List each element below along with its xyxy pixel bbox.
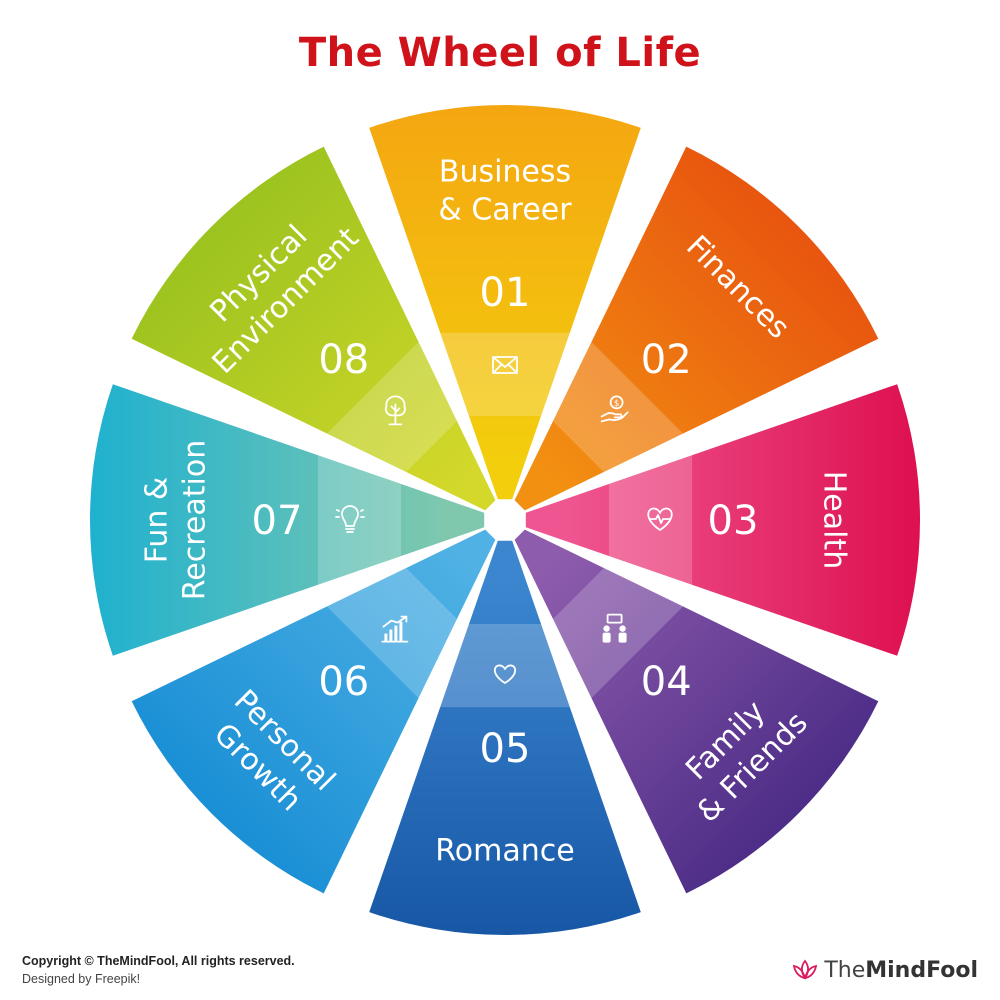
segment-wedge	[131, 146, 496, 511]
segment-number: 07	[252, 498, 303, 544]
segment-label: Romance	[435, 834, 574, 869]
segment-label-line: Romance	[435, 834, 574, 869]
copyright-text: Copyright © TheMindFool, All rights rese…	[22, 954, 295, 968]
segment-number: 05	[480, 726, 531, 772]
segment-number: 03	[708, 498, 759, 544]
growth-chart-icon	[381, 615, 409, 643]
segment-icon-band	[440, 332, 570, 417]
heart-pulse-icon	[647, 507, 673, 531]
segment-wedge	[89, 384, 485, 656]
segment-label: Business& Career	[438, 155, 572, 228]
footer-credits: Copyright © TheMindFool, All rights rese…	[22, 952, 295, 988]
segment-number: 04	[641, 659, 692, 705]
segment-icon-band	[440, 623, 570, 708]
envelope-icon	[492, 356, 518, 374]
brand-prefix: The	[824, 957, 866, 983]
tree-icon	[384, 395, 406, 426]
svg-text:$: $	[614, 399, 620, 409]
segment-number: 06	[318, 659, 369, 705]
segment-number: 08	[318, 337, 369, 383]
segment-wedge	[514, 146, 879, 511]
segment-wedge	[525, 384, 920, 656]
segment-fun-and-recreation: 07 Fun &Recreation	[89, 384, 485, 656]
brand-logo: TheMindFool	[792, 955, 978, 985]
heart-icon	[493, 664, 517, 684]
segment-icon-band	[553, 568, 684, 699]
segment-number: 01	[480, 270, 531, 316]
segment-wedge	[514, 529, 879, 894]
segment-icon-band	[317, 455, 402, 585]
lotus-icon	[793, 959, 818, 980]
segment-wedge	[369, 105, 641, 500]
segment-wedge	[131, 529, 496, 894]
segment-label-line: Fun &	[140, 477, 175, 564]
designed-by-text: Designed by Freepik!	[22, 972, 141, 986]
lightbulb-icon	[335, 505, 365, 533]
money-hand-icon: $	[600, 395, 629, 423]
brand-name: MindFool	[865, 957, 978, 983]
page-title: The Wheel of Life	[298, 30, 702, 76]
segment-label-line: Recreation	[178, 440, 213, 600]
segment-label-line: & Career	[438, 193, 572, 228]
segment-number: 02	[641, 337, 692, 383]
segment-health: 03 Health	[525, 384, 920, 656]
people-chat-icon	[602, 613, 627, 643]
segment-label: Health	[817, 471, 852, 570]
segment-label-line: Health	[817, 471, 852, 570]
segment-label-line: Business	[439, 155, 571, 190]
segment-icon-band	[553, 341, 684, 472]
segment-wedge	[369, 540, 641, 936]
segment-business-and-career: 01 Business& Career	[369, 105, 641, 500]
segment-label: Fun &Recreation	[140, 440, 213, 600]
